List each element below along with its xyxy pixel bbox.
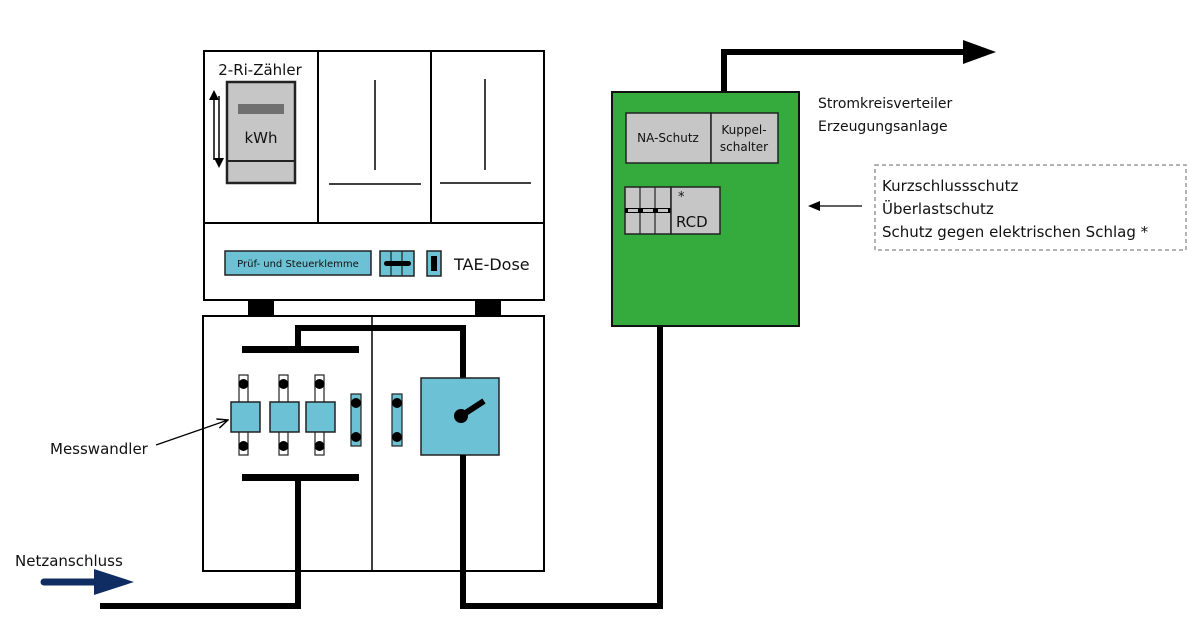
protection-item: Kurzschlussschutz	[882, 177, 1018, 195]
transformer-icon	[230, 374, 261, 456]
grid-connection-label: Netzanschluss	[15, 552, 123, 570]
cabinet-connector	[248, 300, 274, 316]
meter-icon	[225, 80, 297, 185]
output-arrow-icon	[963, 40, 996, 64]
circuit-breakers-icon	[624, 186, 672, 235]
meter-cabinet-upper: 2-Ri-Zähler kWh Prüf- und Steuerklemme	[203, 50, 545, 301]
power-line-out	[721, 49, 970, 92]
meter-unit: kWh	[244, 129, 277, 147]
transformer-label: Messwandler	[50, 440, 149, 458]
protection-item: Schutz gegen elektrischen Schlag *	[882, 223, 1149, 241]
rcd-asterisk: *	[678, 190, 685, 205]
power-line-to-distributor	[460, 327, 663, 609]
main-switch-icon	[420, 377, 500, 456]
protection-functions-box	[874, 164, 1187, 251]
terminal-switch-icon	[379, 250, 415, 277]
coupling-switch-label-1: Kuppel-	[721, 123, 766, 137]
rcd-label: RCD	[676, 213, 708, 231]
transformer-icon	[305, 374, 336, 456]
generation-distributor: NA-Schutz Kuppel- schalter * RCD	[611, 91, 800, 327]
grid-feed-arrow-icon	[40, 569, 134, 595]
protection-item: Überlastschutz	[882, 199, 994, 218]
rcd-box	[670, 186, 721, 235]
meter-cabinet-lower	[100, 315, 663, 609]
na-protection-label: NA-Schutz	[637, 131, 699, 145]
coupling-switch-label-2: schalter	[720, 140, 768, 154]
bidirectional-arrow-icon	[209, 90, 224, 168]
distributor-title-2: Erzeugungsanlage	[818, 119, 948, 135]
tae-socket-icon	[426, 250, 442, 277]
fuse-link-icon	[350, 393, 362, 447]
coupling-switch-box	[710, 112, 779, 164]
transformer-pointer	[155, 420, 228, 446]
tae-label: TAE-Dose	[453, 255, 530, 274]
power-line-to-switch	[295, 325, 466, 390]
na-protection-box	[625, 112, 712, 164]
fuse-link-icon	[391, 393, 403, 447]
test-terminal-block	[224, 250, 372, 276]
cabinet-connector	[475, 300, 501, 316]
meter-label: 2-Ri-Zähler	[218, 61, 302, 79]
transformer-icon	[269, 374, 300, 456]
power-line-incoming	[100, 478, 301, 609]
current-transformers	[230, 374, 336, 456]
test-terminal-label: Prüf- und Steuerklemme	[237, 259, 359, 270]
distributor-title-1: Stromkreisverteiler	[818, 96, 953, 112]
busbar-lower	[242, 474, 359, 481]
protection-arrow-icon	[808, 201, 820, 211]
